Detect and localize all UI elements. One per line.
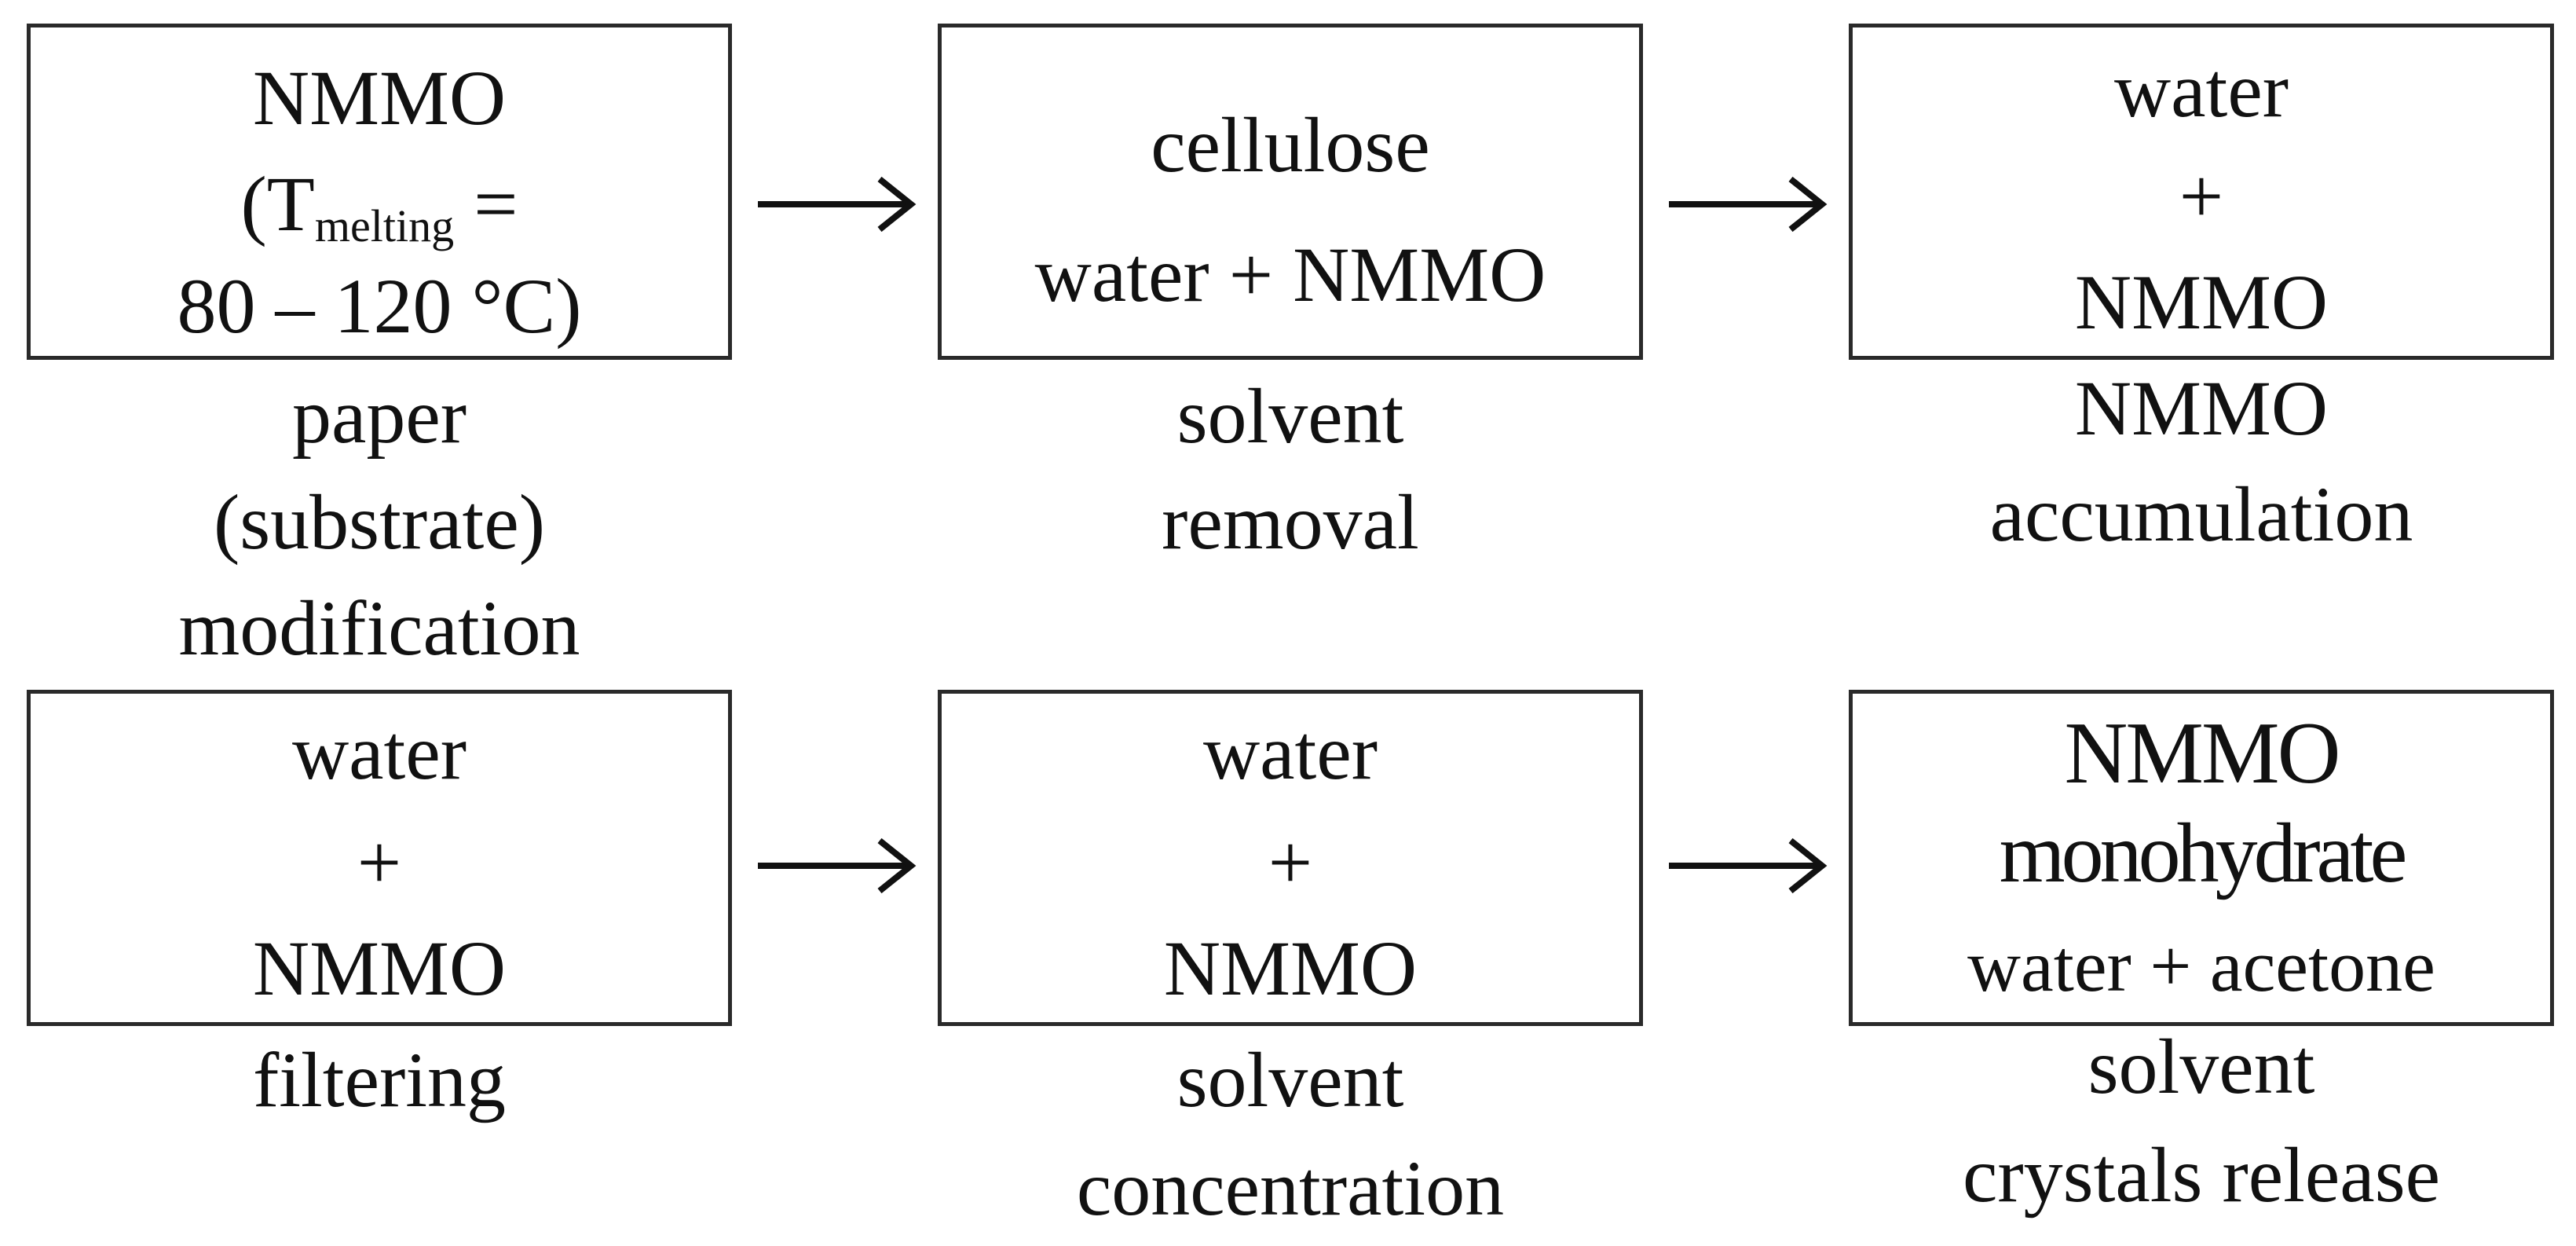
arrow-right-icon (758, 176, 917, 233)
melting-subscript: melting (314, 200, 455, 251)
melting-suffix: = (454, 160, 518, 247)
caption-line: filtering (252, 1036, 507, 1123)
box-line: + (357, 819, 402, 906)
caption-line: solvent (2088, 1023, 2315, 1110)
caption-line: (substrate) (213, 478, 546, 566)
box-line: cellulose (1151, 101, 1430, 189)
arrow-right-icon (758, 837, 917, 894)
caption-line: accumulation (1989, 471, 2413, 558)
box-line: NMMO (2064, 705, 2341, 802)
caption-line: removal (1162, 478, 1419, 566)
caption-line: paper (291, 372, 467, 460)
step-box-cellulose: cellulose water + NMMO (938, 24, 1643, 360)
caption-line: NMMO (2074, 365, 2329, 452)
step-box-nmmo-monohydrate: NMMO monohydrate water + acetone (1849, 690, 2554, 1026)
box-line: NMMO (252, 925, 507, 1012)
step-box-nmmo-melting: NMMO (Tmelting = 80 – 120 °C) (27, 24, 732, 360)
melting-prefix: (T (240, 160, 315, 247)
step-box-water-nmmo-1: water + NMMO (1849, 24, 2554, 360)
box-line: water (1202, 709, 1378, 796)
box-line: NMMO (2074, 258, 2329, 346)
caption-line: concentration (1076, 1145, 1505, 1232)
step-box-water-nmmo-2: water + NMMO (27, 690, 732, 1026)
box-line: NMMO (1163, 925, 1418, 1012)
box-line: water + acetone (1967, 925, 2435, 1007)
arrow-right-icon (1669, 837, 1828, 894)
box-line: + (2179, 152, 2224, 240)
box-line: monohydrate (1999, 807, 2408, 900)
box-line: water (291, 709, 467, 796)
box-line: 80 – 120 °C) (177, 262, 582, 350)
caption-line: solvent (1176, 372, 1404, 460)
step-box-water-nmmo-3: water + NMMO (938, 690, 1643, 1026)
box-line: NMMO (252, 54, 507, 141)
box-line: water (2113, 46, 2289, 134)
box-line: water + NMMO (1034, 231, 1546, 318)
arrow-right-icon (1669, 176, 1828, 233)
caption-line: crystals release (1962, 1131, 2440, 1219)
caption-line: solvent (1176, 1036, 1404, 1123)
box-line-melting-temp: (Tmelting = (31, 165, 728, 249)
caption-line: modification (178, 585, 580, 672)
box-line: + (1268, 819, 1313, 906)
